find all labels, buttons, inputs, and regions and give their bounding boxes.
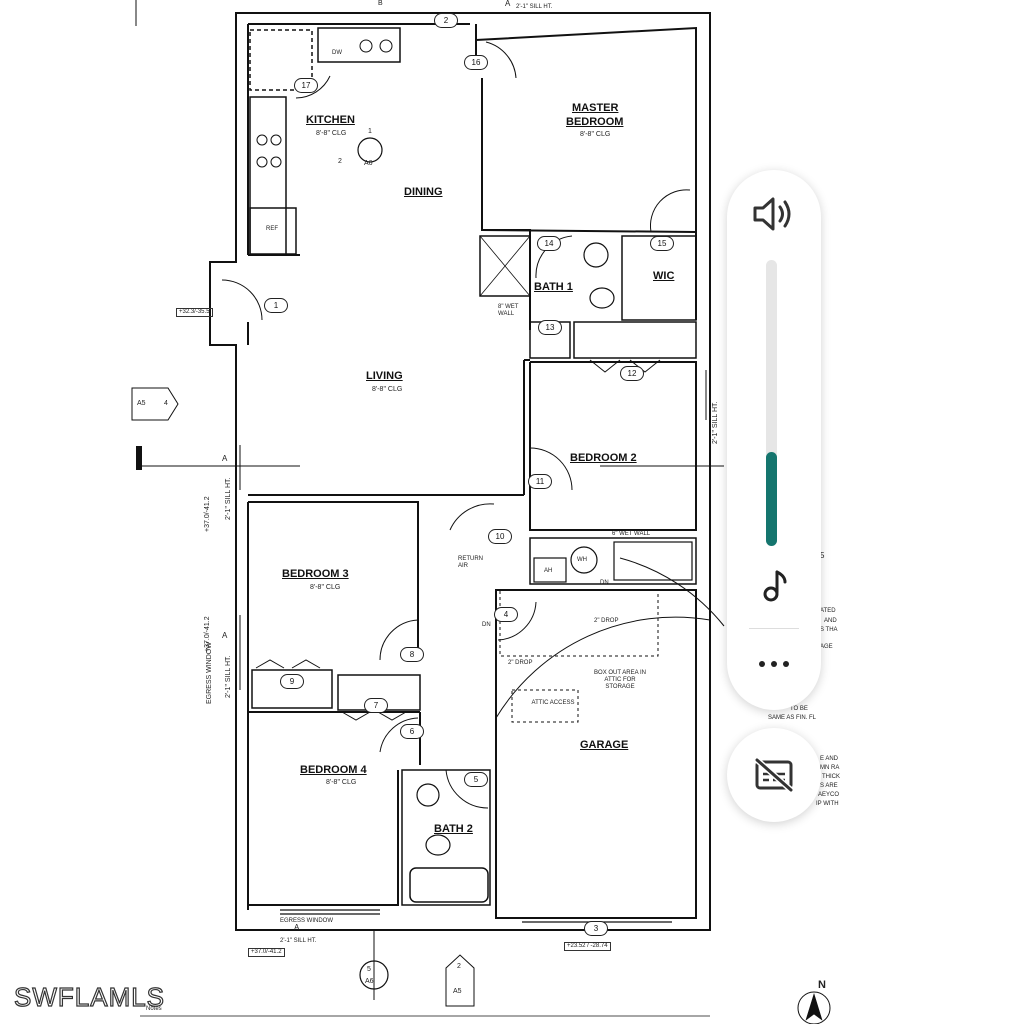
section-marker-a-3: A: [505, 0, 511, 8]
drop-note-1: 2" DROP: [594, 618, 619, 624]
north-arrow-label: N: [818, 979, 826, 991]
sill-note-left-2: 2'-1" SILL HT.: [225, 655, 232, 698]
door-tag-2: 2: [434, 13, 458, 28]
dn-note-1: DN: [482, 622, 491, 628]
wet-wall-note-6: 6" WET WALL: [612, 531, 651, 537]
master-ceiling-note: 8'-8" CLG: [580, 131, 611, 138]
egress-window-left: EGRESS WINDOW: [206, 642, 213, 704]
sill-note-left-1: 2'-1" SILL HT.: [225, 477, 232, 520]
live-caption-button[interactable]: [727, 728, 821, 822]
sill-note-right: 2'-1" SILL HT.: [712, 401, 719, 444]
elevation-tag-4: +37.0/-41.2: [248, 948, 285, 957]
room-label-wic: WIC: [653, 270, 675, 282]
fixture-wh: WH: [577, 557, 587, 563]
room-label-bath1: BATH 1: [534, 281, 573, 293]
speaker-icon[interactable]: [749, 190, 799, 238]
more-icon[interactable]: [749, 642, 799, 686]
captions-off-icon: [752, 756, 796, 794]
section-marker-a6-bottom: A6: [365, 978, 374, 985]
section-marker-a5-left: A5: [137, 400, 146, 407]
room-label-dining: DINING: [404, 186, 443, 198]
fixture-ah: AH: [544, 568, 553, 574]
door-tag-10: 10: [488, 529, 512, 544]
door-tag-12: 12: [620, 366, 644, 381]
room-label-bedroom4: BEDROOM 4: [300, 764, 367, 776]
right-note-7: E AND: [820, 756, 839, 762]
section-marker-a5-bottom: A5: [453, 988, 462, 995]
room-label-bedroom3: BEDROOM 3: [282, 568, 349, 580]
sill-note-bottom: 2'-1" SILL HT.: [280, 938, 317, 944]
door-tag-13: 13: [538, 320, 562, 335]
right-note-5: TO BE: [790, 706, 808, 712]
right-note-12: IP WITH: [816, 801, 839, 807]
music-note-icon[interactable]: [755, 566, 795, 606]
watermark-logo: SWFLAMLS: [13, 981, 166, 1012]
section-marker-2-bottom: 2: [457, 963, 461, 970]
door-tag-16: 16: [464, 55, 488, 70]
section-marker-1-top: 1: [368, 128, 372, 135]
door-tag-4: 4: [494, 607, 518, 622]
room-label-garage: GARAGE: [580, 739, 629, 751]
right-note-4: AGE: [820, 644, 833, 650]
section-marker-5-bottom: 5: [367, 966, 371, 973]
right-note-1: ATED: [820, 608, 836, 614]
section-marker-a-4: A: [294, 923, 300, 932]
section-marker-a-2: A: [222, 631, 228, 640]
notes-label: Notes: [146, 1006, 162, 1012]
kitchen-ceiling-note: 8'-8" CLG: [316, 130, 347, 137]
door-tag-8: 8: [400, 647, 424, 662]
room-label-living: LIVING: [366, 370, 403, 382]
egress-window-bottom: EGRESS WINDOW: [280, 918, 334, 924]
volume-slider[interactable]: [766, 260, 777, 546]
section-marker-5-right: 5: [820, 551, 825, 560]
box-out-note: BOX OUT AREA IN ATTIC FOR STORAGE: [594, 670, 646, 690]
right-note-11: AEYCO: [818, 792, 840, 798]
right-note-6: SAME AS FIN. FL: [768, 715, 817, 721]
fixture-dw: DW: [332, 50, 342, 56]
door-tag-9: 9: [280, 674, 304, 689]
door-tag-1: 1: [264, 298, 288, 313]
door-tag-15: 15: [650, 236, 674, 251]
return-air-note: RETURN AIR: [458, 556, 483, 569]
wet-wall-note-8: 8" WET WALL: [498, 304, 519, 317]
room-label-bedroom2: BEDROOM 2: [570, 452, 637, 464]
door-tag-3: 3: [584, 921, 608, 936]
sill-note-top: 2'-1" SILL HT.: [516, 4, 553, 10]
section-marker-a-1: A: [222, 454, 228, 463]
volume-panel: [727, 170, 821, 710]
room-label-master-1: MASTER: [572, 102, 619, 114]
section-marker-2-top: 2: [338, 158, 342, 165]
drop-note-2: 2" DROP: [508, 660, 533, 666]
attic-access-note: ATTIC ACCESS: [531, 700, 575, 706]
right-note-3: S THA: [820, 627, 838, 633]
right-note-9: THICK: [822, 774, 840, 780]
room-label-kitchen: KITCHEN: [306, 114, 355, 126]
panel-divider: [749, 628, 799, 629]
door-tag-14: 14: [537, 236, 561, 251]
room-label-master-2: BEDROOM: [566, 116, 624, 128]
right-note-10: S ARE: [820, 783, 838, 789]
living-ceiling-note: 8'-8" CLG: [372, 386, 403, 393]
right-note-2: AND: [824, 618, 837, 624]
door-tag-17: 17: [294, 78, 318, 93]
volume-slider-fill: [766, 452, 777, 546]
bedroom3-ceiling-note: 8'-8" CLG: [310, 584, 341, 591]
section-marker-a6-top: A6: [364, 160, 373, 167]
door-tag-5: 5: [464, 772, 488, 787]
section-marker-b: B: [378, 0, 383, 7]
bedroom4-ceiling-note: 8'-8" CLG: [326, 779, 357, 786]
door-tag-11: 11: [528, 474, 552, 489]
elevation-tag-5: +23.52 / -28.74: [564, 942, 611, 951]
room-label-bath2: BATH 2: [434, 823, 473, 835]
section-marker-4: 4: [164, 400, 168, 407]
dn-note-2: DN: [600, 580, 609, 586]
fixture-ref: REF: [266, 226, 278, 232]
elevation-tag-2: +37.0/-41.2: [204, 496, 211, 532]
door-tag-7: 7: [364, 698, 388, 713]
door-tag-6: 6: [400, 724, 424, 739]
elevation-tag-1: +32.3/-35.5: [176, 308, 213, 317]
right-note-8: MN RA: [820, 765, 840, 771]
